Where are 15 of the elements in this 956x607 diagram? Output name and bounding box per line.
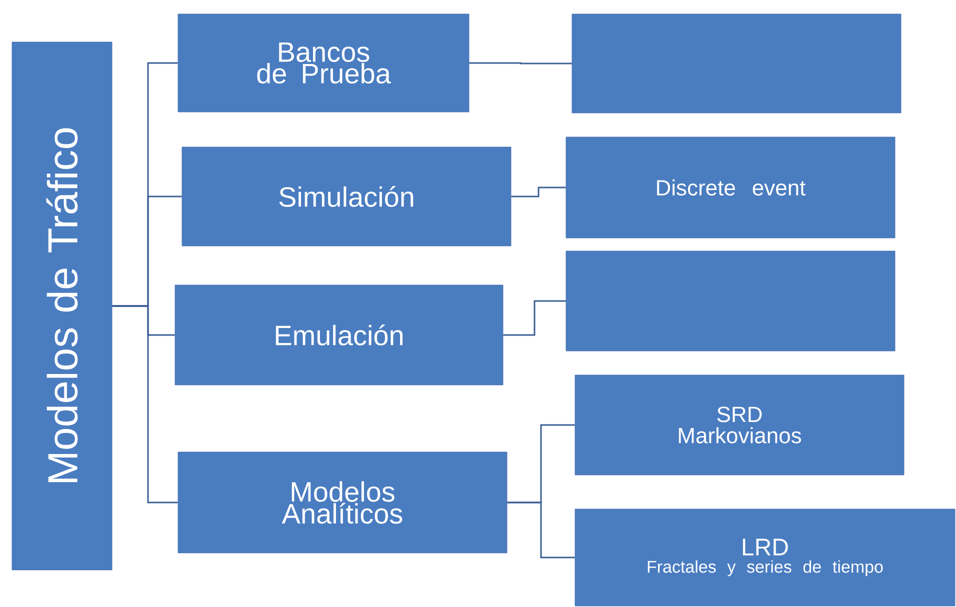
category-box: Modelos Analíticos xyxy=(178,452,508,554)
connector-line xyxy=(511,186,566,198)
connector-line xyxy=(503,300,566,336)
category-box: Modelos de Tráfico xyxy=(12,42,112,570)
category-box: SRD Markovianos xyxy=(574,374,904,476)
connector-line xyxy=(507,502,575,558)
category-box: Bancos de Prueba xyxy=(178,14,470,112)
category-box: Simulación xyxy=(182,146,512,246)
connector-line xyxy=(469,62,572,64)
empty-box xyxy=(572,14,902,114)
connector-line xyxy=(112,305,178,504)
category-box: Discrete event xyxy=(566,136,896,238)
empty-box xyxy=(566,250,896,352)
category-box: LRD Fractales y series de tiempo xyxy=(574,508,956,606)
category-box: Emulación xyxy=(174,284,504,386)
